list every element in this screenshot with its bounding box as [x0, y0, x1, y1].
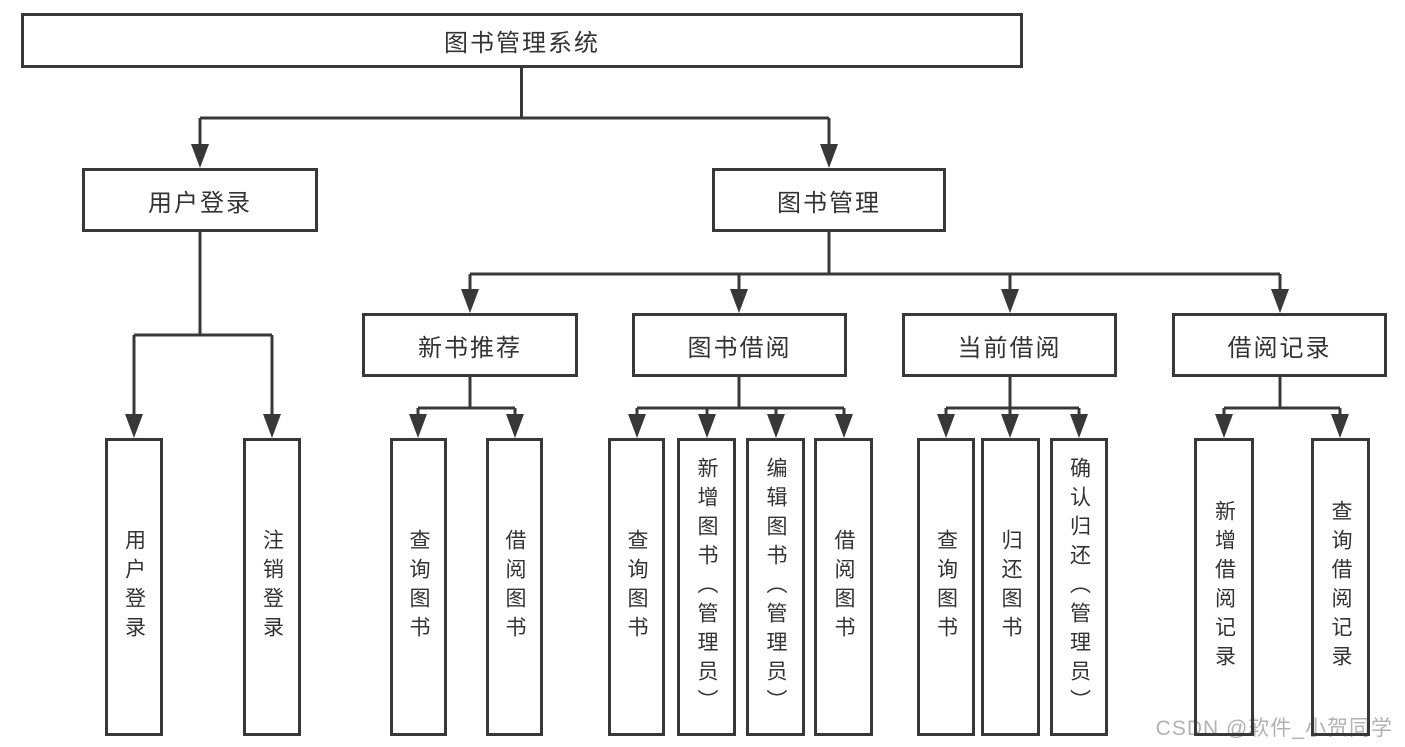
connector-root-to-level2 — [191, 68, 838, 168]
leaf-borrow-books-recommend: 借阅图书 — [486, 438, 543, 736]
connector-book-borrowing-to-leaves — [628, 377, 853, 438]
connector-borrowing-records-to-leaves — [1215, 377, 1349, 438]
leaf-add-book-admin: 新增图书（管理员） — [677, 438, 736, 736]
leaf-return-books: 归还图书 — [981, 438, 1040, 736]
node-new-book-recommendation: 新书推荐 — [362, 313, 578, 377]
node-book-management: 图书管理 — [712, 168, 946, 232]
leaf-logout: 注销登录 — [243, 438, 301, 736]
leaf-add-borrow-record: 新增借阅记录 — [1194, 438, 1254, 736]
node-user-login-group: 用户登录 — [82, 168, 318, 232]
leaf-borrow-books-borrowing: 借阅图书 — [814, 438, 873, 736]
connector-book-management-to-level3 — [461, 232, 1289, 313]
connector-user-login-to-leaves — [125, 232, 281, 438]
node-book-borrowing: 图书借阅 — [632, 313, 847, 377]
connector-current-borrowing-to-leaves — [937, 377, 1088, 438]
leaf-edit-book-admin: 编辑图书（管理员） — [746, 438, 805, 736]
leaf-confirm-return-admin: 确认归还（管理员） — [1050, 438, 1108, 736]
node-library-system: 图书管理系统 — [21, 13, 1023, 68]
leaf-query-books-recommend: 查询图书 — [390, 438, 447, 736]
node-borrowing-records: 借阅记录 — [1172, 313, 1387, 377]
leaf-query-books-current: 查询图书 — [917, 438, 975, 736]
node-current-borrowing: 当前借阅 — [902, 313, 1117, 377]
connector-new-book-to-leaves — [409, 377, 524, 438]
leaf-user-login: 用户登录 — [105, 438, 163, 736]
leaf-query-borrow-record: 查询借阅记录 — [1311, 438, 1370, 736]
leaf-query-books-borrowing: 查询图书 — [608, 438, 665, 736]
